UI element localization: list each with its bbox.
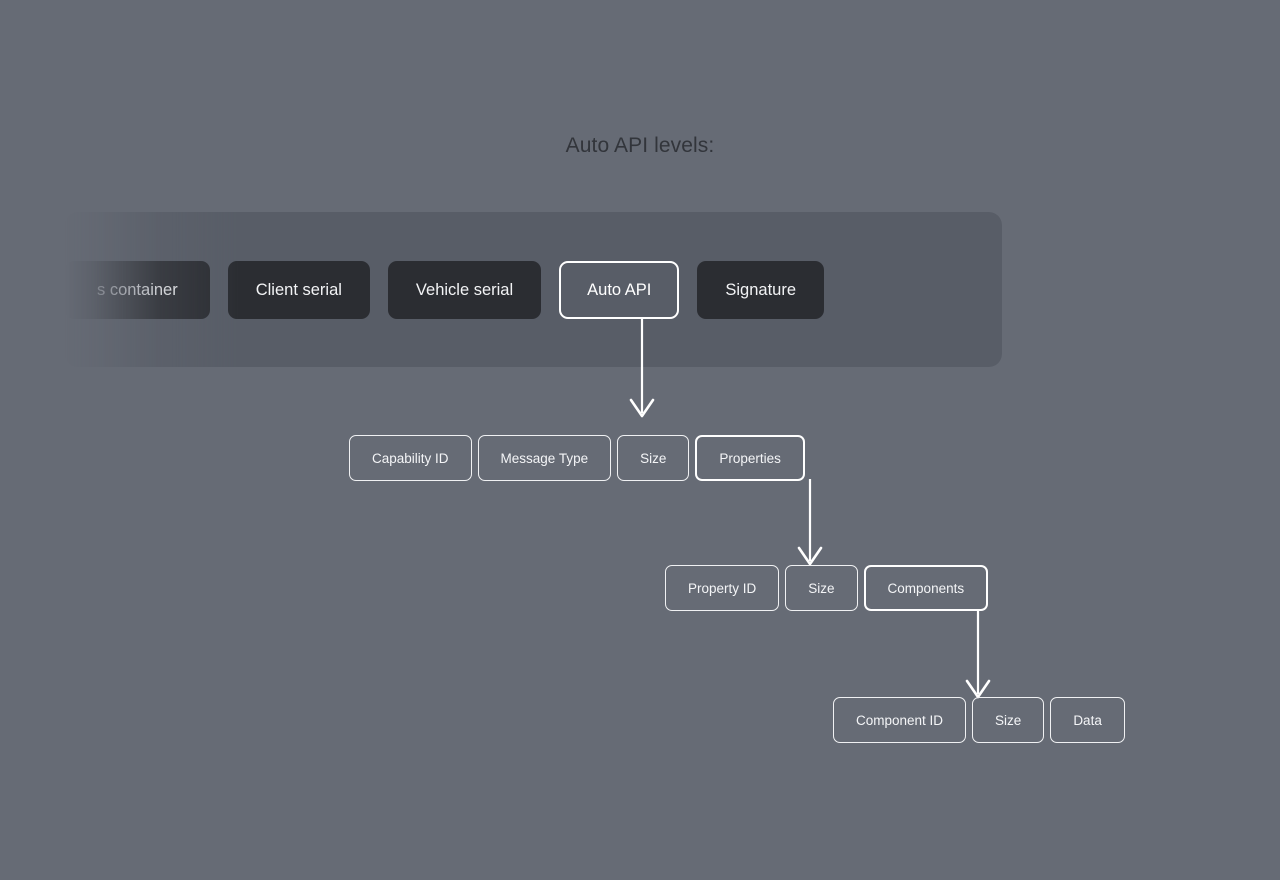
connector-arrow-components: [965, 610, 991, 699]
node-components[interactable]: Components: [863, 565, 989, 611]
chip-client-serial[interactable]: Client serial: [227, 261, 370, 319]
node-size-auto-api[interactable]: Size: [617, 435, 690, 481]
node-capability-id[interactable]: Capability ID: [349, 435, 472, 481]
property-level-row: Property ID Size Components: [665, 565, 989, 611]
connector-arrow-properties: [797, 479, 823, 566]
chip-auto-api[interactable]: Auto API: [559, 261, 680, 319]
node-component-id[interactable]: Component ID: [833, 697, 967, 743]
frame-container-panel[interactable]: s container Client serial Vehicle serial…: [65, 212, 1002, 367]
node-size-property[interactable]: Size: [785, 565, 858, 611]
frame-container-chip-row[interactable]: s container Client serial Vehicle serial…: [65, 261, 825, 319]
auto-api-level-row: Capability ID Message Type Size Properti…: [349, 435, 805, 481]
chip-frame-container[interactable]: s container: [65, 261, 210, 319]
node-data[interactable]: Data: [1050, 697, 1125, 743]
chip-vehicle-serial[interactable]: Vehicle serial: [387, 261, 542, 319]
node-properties[interactable]: Properties: [695, 435, 805, 481]
component-level-row: Component ID Size Data: [833, 697, 1125, 743]
node-size-component[interactable]: Size: [972, 697, 1045, 743]
connector-arrow-auto-api: [629, 317, 655, 418]
chip-signature[interactable]: Signature: [697, 261, 825, 319]
node-message-type[interactable]: Message Type: [477, 435, 612, 481]
node-property-id[interactable]: Property ID: [665, 565, 780, 611]
page-title: Auto API levels:: [565, 134, 715, 157]
